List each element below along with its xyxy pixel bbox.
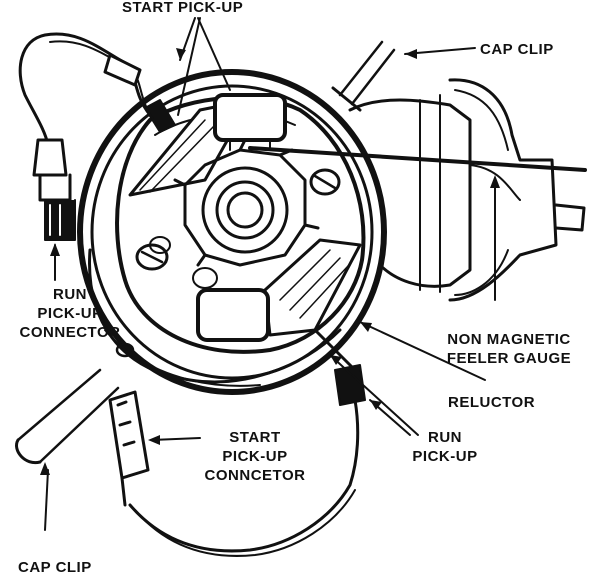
label-feeler-gauge-line2: FEELER GAUGE	[446, 350, 572, 367]
distributor-housing	[77, 69, 387, 395]
cap-clip-bottom	[15, 342, 135, 465]
label-run-pickup-line2: PICK-UP	[412, 448, 478, 465]
label-run-pickup-connector-line1: RUN	[53, 286, 87, 303]
run-pickup-coil	[196, 238, 362, 377]
label-start-pickup-connector: START PICK-UP CONNCETOR	[195, 428, 315, 485]
screws	[135, 168, 341, 289]
label-start-pickup-top: START PICK-UP	[122, 0, 244, 16]
label-cap-clip-bottom: CAP CLIP	[18, 559, 92, 576]
label-feeler-gauge-line1: NON MAGNETIC	[447, 331, 571, 348]
start-pickup-coil	[128, 93, 287, 197]
label-run-pickup: RUN PICK-UP	[400, 428, 490, 466]
reluctor-assembly	[173, 138, 320, 267]
label-run-pickup-line1: RUN	[428, 429, 462, 446]
label-start-pickup-connector-line2: PICK-UP	[222, 448, 288, 465]
label-start-pickup-connector-line3: CONNCETOR	[204, 467, 306, 484]
arrowheads	[40, 48, 500, 475]
vacuum-advance-unit	[348, 78, 586, 302]
label-start-pickup-connector-line1: START	[229, 429, 281, 446]
feeler-gauge-strip	[248, 146, 587, 172]
label-reluctor: RELUCTOR	[448, 394, 536, 411]
label-cap-clip-top: CAP CLIP	[480, 41, 554, 58]
label-run-pickup-connector-line2: PICK-UP	[37, 305, 103, 322]
label-run-pickup-connector-line3: CONNECTOR	[19, 324, 121, 341]
start-pickup-wire	[108, 364, 366, 557]
label-run-pickup-connector: RUN PICK-UP CONNECTOR	[0, 285, 140, 342]
leader-lines	[44, 17, 496, 531]
cap-clip-top	[331, 40, 396, 112]
label-non-magnetic-feeler-gauge: NON MAGNETIC FEELER GAUGE	[420, 330, 598, 368]
run-pickup-wire	[18, 32, 156, 241]
